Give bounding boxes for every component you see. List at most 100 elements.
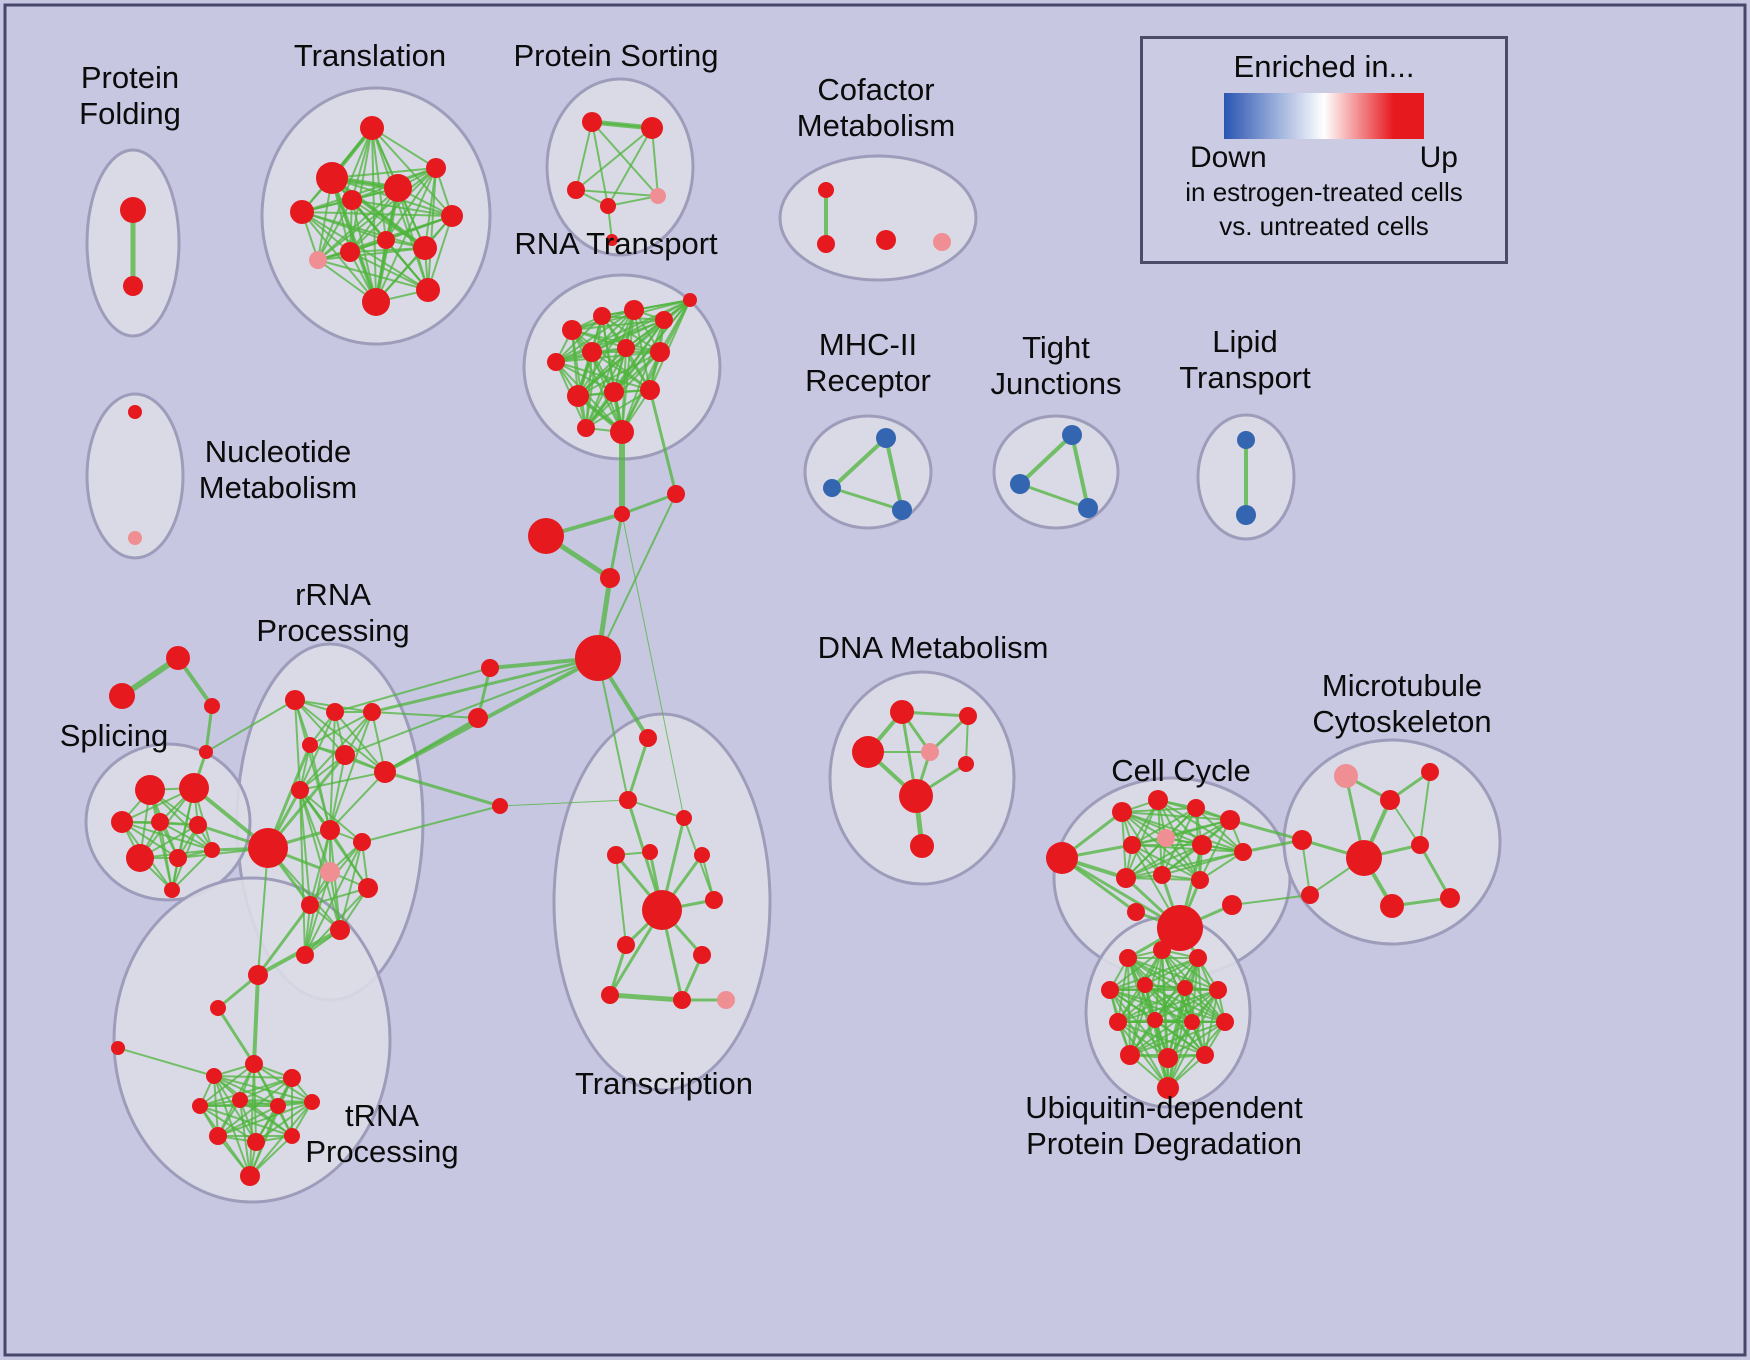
edge-C5-M4: [1228, 818, 1304, 842]
gene-set-node-C15: [1222, 895, 1242, 915]
gene-set-node-R11: [604, 382, 624, 402]
gene-set-node-T10: [340, 242, 360, 262]
edge-HUB-RP3: [370, 656, 600, 714]
gene-set-node-M8: [1440, 888, 1460, 908]
gene-set-node-RP8: [248, 828, 288, 868]
gene-set-node-C7: [1157, 829, 1175, 847]
cluster-label-rna-transport: RNA Transport: [514, 226, 718, 261]
cluster-label-cell-cycle: Cell Cycle: [1111, 753, 1251, 788]
gene-set-node-RP3: [363, 703, 381, 721]
edge-TC1-TC2: [626, 736, 650, 802]
legend-gradient-bar: [1224, 93, 1424, 139]
edge-C5-C7: [1165, 819, 1231, 839]
cluster-label-microtubule-cytoskeleton: Cytoskeleton: [1312, 704, 1491, 739]
gene-set-node-TC4: [607, 846, 625, 864]
edge-TC4-TC9: [615, 854, 627, 946]
edge-T7-T13: [427, 215, 453, 291]
edge-T3-T9: [301, 211, 387, 241]
edge-T1-T13: [371, 127, 429, 291]
edge-RP6-RP7: [299, 771, 386, 791]
gene-set-node-T2: [316, 162, 348, 194]
edge-TP5-TP6: [199, 1077, 293, 1107]
gene-set-node-C11: [1153, 866, 1171, 884]
edge-U7-U8: [1117, 989, 1219, 1023]
edge-MH1-MH2: [830, 436, 888, 490]
gene-set-node-R9: [650, 342, 670, 362]
gene-set-node-TJ1: [1062, 425, 1082, 445]
gene-set-node-RP13: [301, 896, 319, 914]
edge-TP2-TP4: [216, 1006, 256, 1066]
cluster-label-rrna-processing: Processing: [256, 613, 409, 648]
cluster-label-transcription: Transcription: [575, 1066, 753, 1101]
gene-set-node-PS6: [606, 234, 618, 246]
cluster-ellipse-nucleotide-metabolism: [85, 392, 185, 560]
edge-RP3-RP4: [309, 711, 373, 746]
gene-set-node-T5: [384, 174, 412, 202]
edge-T4-T11: [317, 199, 353, 261]
gene-set-node-TP1: [248, 965, 268, 985]
edge-T2-T6: [331, 167, 437, 179]
gene-set-node-RP10: [353, 833, 371, 851]
gene-set-node-C2: [1112, 802, 1132, 822]
edge-C3-C9: [1157, 799, 1244, 853]
gene-set-node-CF2: [817, 235, 835, 253]
edge-T10-T13: [349, 251, 429, 291]
gene-set-node-M4: [1292, 830, 1312, 850]
legend: Enriched in... Down Up in estrogen-treat…: [1140, 36, 1508, 264]
edge-TP6-TP9: [199, 1101, 313, 1107]
edge-M6-M8: [1418, 843, 1452, 900]
gene-set-node-T12: [362, 288, 390, 316]
cluster-label-rrna-processing: rRNA: [295, 577, 371, 612]
edge-U6-U8: [1117, 987, 1186, 1023]
gene-set-node-D6: [899, 779, 933, 813]
edge-HUB-RP5: [344, 657, 599, 756]
nodes-layer: [109, 112, 1460, 1186]
edge-TP7-TP13: [239, 1099, 251, 1177]
edge-TP4-TP9: [253, 1063, 313, 1103]
gene-set-node-RP2: [326, 703, 344, 721]
edge-C15-M9: [1231, 894, 1311, 906]
edge-TC2-TC3: [627, 799, 685, 819]
cluster-label-mhc-ii-receptor: Receptor: [805, 363, 931, 398]
gene-set-node-TC7: [642, 890, 682, 930]
edge-R6-R12: [555, 361, 651, 391]
gene-set-node-D5: [958, 756, 974, 772]
edge-TJ1-TJ3: [1070, 433, 1090, 510]
edge-S4-S8: [159, 821, 213, 851]
edge-U5-U11: [1144, 984, 1226, 1023]
cluster-ellipse-mhc-ii-receptor: [803, 414, 933, 530]
gene-set-node-C10: [1116, 868, 1136, 888]
gene-set-node-PS1: [582, 112, 602, 132]
edge-R12-X1: [648, 388, 678, 496]
gene-set-node-R10: [567, 385, 589, 407]
gene-set-node-U8: [1109, 1013, 1127, 1031]
gene-set-node-T11: [309, 251, 327, 269]
edge-PS1-PS5: [591, 121, 659, 197]
gene-set-node-CF3: [876, 230, 896, 250]
gene-set-node-R2: [593, 307, 611, 325]
gene-set-node-T8: [413, 236, 437, 260]
legend-axis-labels: Down Up: [1190, 141, 1458, 175]
gene-set-node-LT2: [1236, 505, 1256, 525]
edge-C5-C10: [1125, 819, 1231, 879]
gene-set-node-TP4: [245, 1055, 263, 1073]
cluster-label-protein-folding: Protein: [81, 60, 179, 95]
edge-HUB-RP6: [383, 656, 600, 774]
gene-set-node-TP13: [240, 1166, 260, 1186]
edge-R9-R10: [577, 351, 661, 397]
cluster-label-tight-junctions: Junctions: [991, 366, 1122, 401]
gene-set-node-X1: [667, 485, 685, 503]
gene-set-node-C14: [1127, 903, 1145, 921]
edge-R6-R9: [555, 351, 661, 363]
gene-set-node-U7: [1209, 981, 1227, 999]
edge-TJ1-TJ2: [1018, 433, 1074, 486]
gene-set-node-C13: [1157, 905, 1203, 951]
cluster-label-cofactor-metabolism: Metabolism: [797, 108, 956, 143]
gene-set-node-RP14: [330, 920, 350, 940]
gene-set-node-F2: [109, 683, 135, 709]
edge-RP12-RP13: [309, 887, 369, 906]
gene-set-node-PF1: [120, 197, 146, 223]
gene-set-node-TC13: [717, 991, 735, 1009]
gene-set-node-PS3: [567, 181, 585, 199]
gene-set-node-U6: [1177, 980, 1193, 996]
